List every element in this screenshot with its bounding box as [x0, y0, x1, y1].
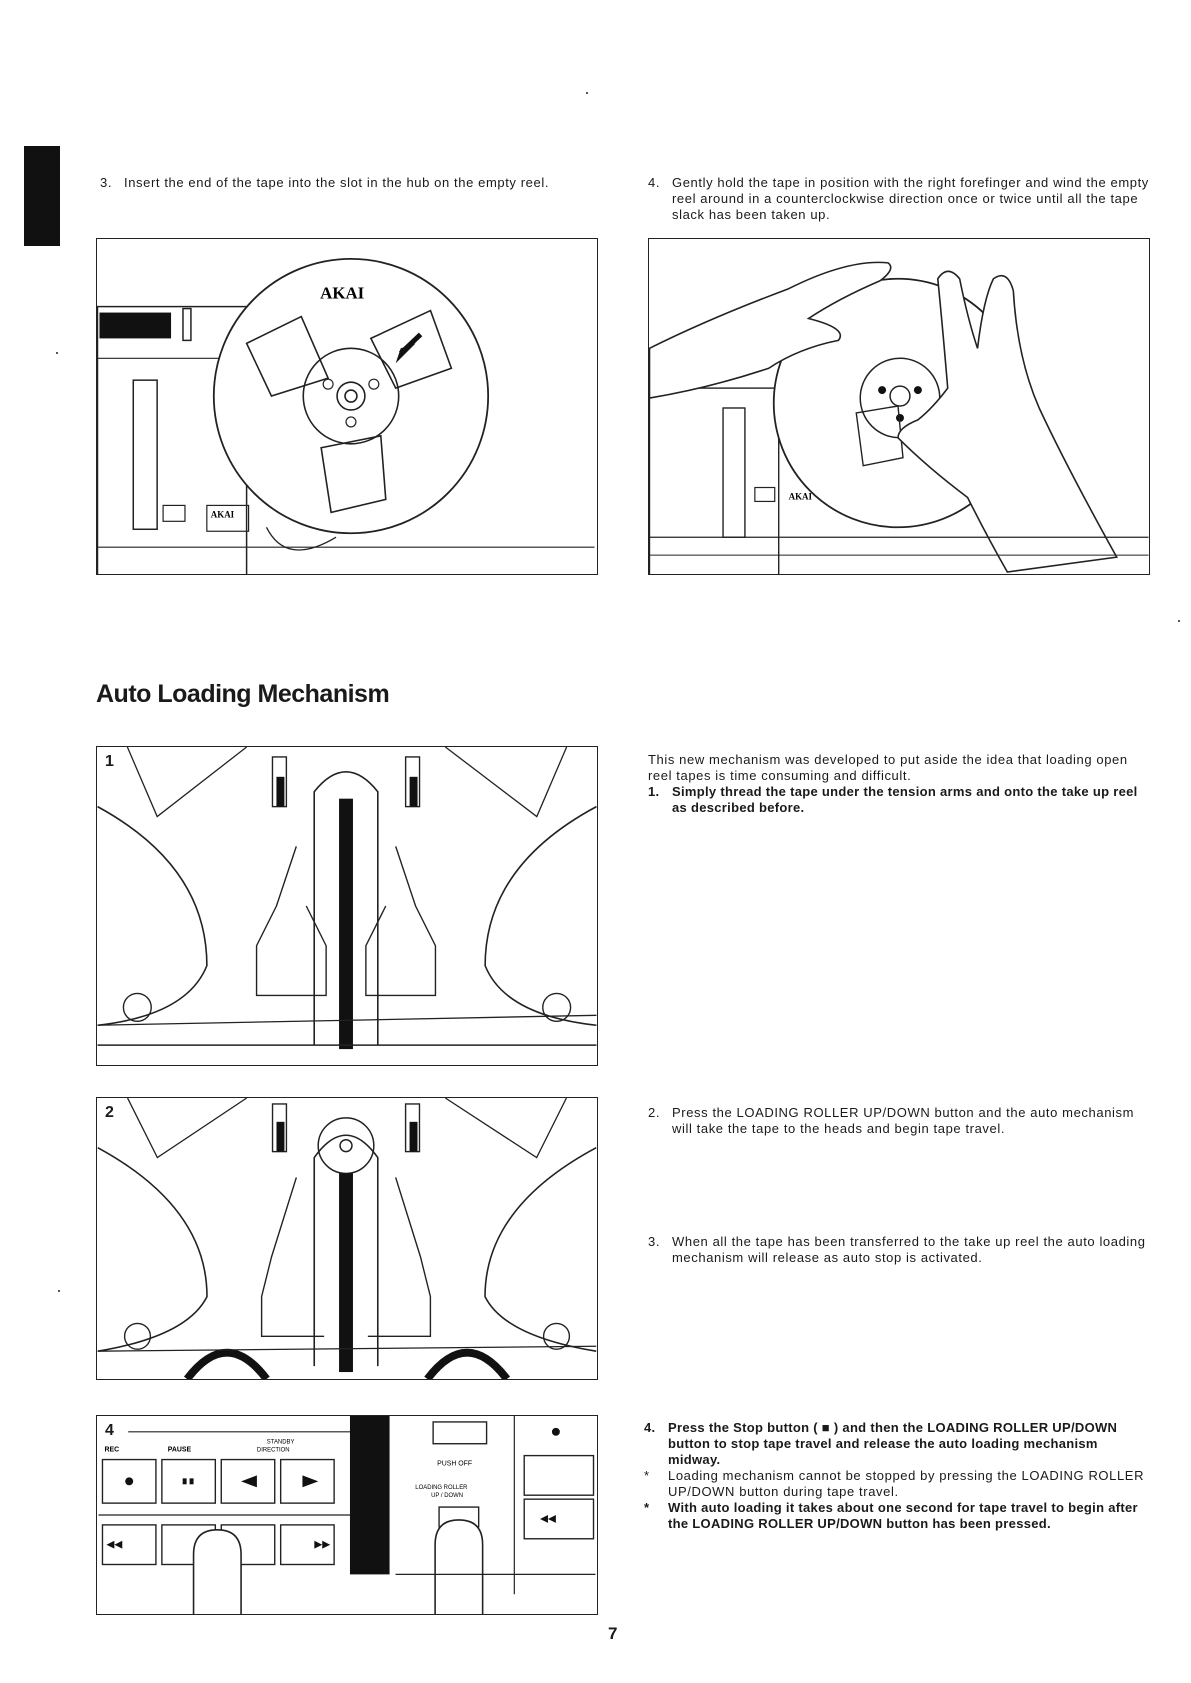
scan-speck: [58, 1290, 60, 1292]
figure-auto-loading-1: 1: [96, 746, 598, 1066]
note-2-marker: *: [644, 1500, 650, 1515]
item-4: 4. Press the Stop button ( ■ ) and then …: [644, 1420, 1150, 1468]
figure-1-label: 1: [105, 753, 114, 770]
auto-loading-2-illustration: [97, 1098, 597, 1379]
step-4-number: 4.: [648, 175, 661, 190]
label-loading-roller: LOADING ROLLER: [415, 1485, 468, 1491]
item-2-text: Press the LOADING ROLLER UP/DOWN button …: [672, 1105, 1135, 1136]
label-push-off: PUSH OFF: [437, 1461, 472, 1468]
item-3: 3. When all the tape has been transferre…: [648, 1234, 1150, 1266]
item-2-number: 2.: [648, 1105, 661, 1120]
page-number: 7: [608, 1624, 618, 1643]
label-standby: STANDBY: [267, 1440, 295, 1446]
note-2: * With auto loading it takes about one s…: [644, 1500, 1150, 1532]
figure-reel-slot: AKAI AKAI: [96, 238, 598, 575]
reel-brand: AKAI: [320, 284, 364, 303]
item-2: 2. Press the LOADING ROLLER UP/DOWN butt…: [648, 1105, 1150, 1137]
note-1-marker: *: [644, 1468, 650, 1483]
item-4-text: Press the Stop button ( ■ ) and then the…: [668, 1420, 1118, 1467]
step-3-number: 3.: [100, 175, 113, 190]
figure-4-label: 4: [105, 1422, 114, 1439]
item-1: 1. Simply thread the tape under the tens…: [648, 784, 1150, 816]
control-panel-illustration: REC PAUSE STANDBY DIRECTION PUSH OFF LOA…: [98, 1416, 596, 1614]
step-3: 3. Insert the end of the tape into the s…: [100, 175, 600, 191]
item-4-block: 4. Press the Stop button ( ■ ) and then …: [644, 1420, 1150, 1532]
step-3-text: Insert the end of the tape into the slot…: [124, 175, 550, 190]
reel-slot-illustration: AKAI AKAI: [97, 257, 595, 574]
note-1-text: Loading mechanism cannot be stopped by p…: [668, 1468, 1145, 1499]
label-pause: PAUSE: [168, 1447, 192, 1454]
intro-paragraph: This new mechanism was developed to put …: [648, 752, 1128, 783]
section-tab-marker: [24, 146, 60, 246]
deck-brand: AKAI: [211, 509, 235, 519]
item-4-number: 4.: [644, 1420, 656, 1435]
label-up-down: UP / DOWN: [431, 1493, 463, 1499]
item-1-text: Simply thread the tape under the tension…: [672, 784, 1138, 815]
item-1-number: 1.: [648, 784, 660, 799]
step-4-text: Gently hold the tape in position with th…: [672, 175, 1149, 222]
figure-auto-loading-2: 2: [96, 1097, 598, 1380]
hands-winding-illustration: AKAI: [649, 261, 1149, 574]
figure-hands-winding: AKAI: [648, 238, 1150, 575]
figure-2-label: 2: [105, 1104, 114, 1121]
auto-loading-1-illustration: [97, 747, 597, 1050]
step-4: 4. Gently hold the tape in position with…: [648, 175, 1150, 223]
figure-control-panel: 4 REC PAUSE STANDBY DIRECTION PUSH OFF L…: [96, 1415, 598, 1615]
item-3-text: When all the tape has been transferred t…: [672, 1234, 1146, 1265]
section-title: Auto Loading Mechanism: [96, 680, 390, 708]
scan-speck: [1178, 620, 1180, 622]
item-3-number: 3.: [648, 1234, 661, 1249]
label-direction: DIRECTION: [257, 1448, 290, 1454]
label-rec: REC: [104, 1447, 119, 1454]
note-1: * Loading mechanism cannot be stopped by…: [644, 1468, 1150, 1500]
note-2-text: With auto loading it takes about one sec…: [668, 1500, 1138, 1531]
deck-brand-2: AKAI: [789, 491, 813, 501]
scan-speck: [56, 352, 58, 354]
scan-speck: [586, 92, 588, 94]
